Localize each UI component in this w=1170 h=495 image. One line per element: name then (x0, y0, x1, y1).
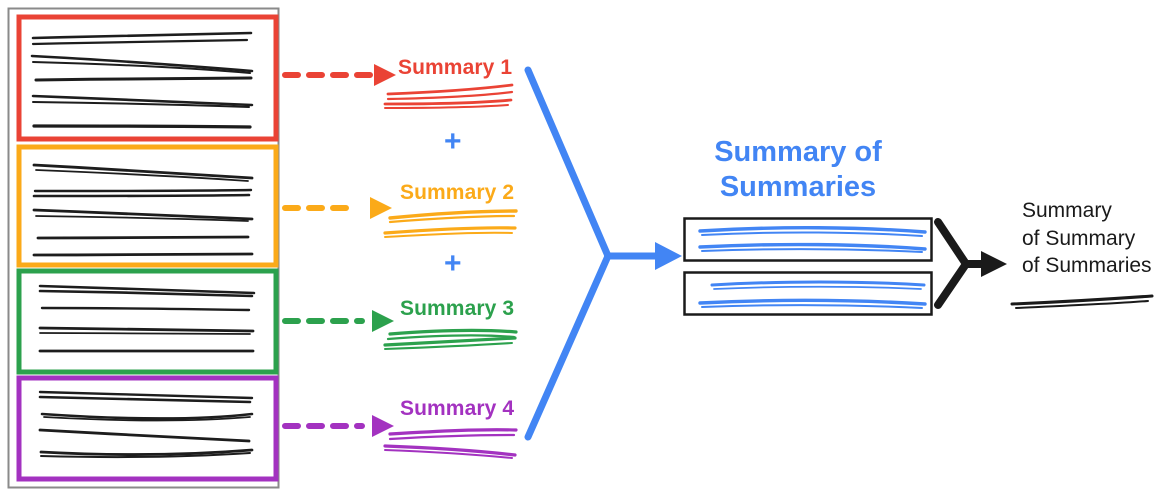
sos-box-1[interactable] (683, 217, 933, 262)
final-summary-line-3: of Summaries (1022, 254, 1152, 278)
summary-4-squiggle (383, 428, 518, 459)
chunk-text-lines-green (38, 284, 256, 353)
sos-box-2-lines (698, 280, 927, 309)
final-summary-line-1: Summary (1022, 199, 1112, 222)
summary-1-squiggle (383, 83, 514, 109)
summary-of-summaries-title: Summary of Summaries (690, 135, 906, 206)
chunk-text-lines-red (30, 31, 254, 129)
summary-1-label: Summary 1 (398, 56, 513, 79)
arrow-to-summary-4 (282, 415, 394, 437)
summary-3-label: Summary 3 (400, 297, 515, 320)
chunk-text-lines-orange (32, 163, 254, 257)
summary-4-label: Summary 4 (400, 397, 515, 420)
summary-2-label: Summary 2 (400, 181, 515, 204)
sos-box-2[interactable] (683, 271, 933, 316)
arrow-to-summary-2 (282, 197, 392, 219)
document-chunk-orange[interactable] (16, 144, 279, 268)
final-summary-line-2: of Summary (1022, 226, 1136, 250)
document-chunk-purple[interactable] (16, 375, 279, 482)
summary-3-squiggle (383, 328, 518, 350)
plus-sign-2-3: + (444, 247, 462, 280)
summary-2-squiggle (383, 209, 518, 238)
chunk-border-orange (16, 144, 279, 268)
black-merge-arrow (934, 218, 1007, 309)
sos-title-line-2: Summaries (719, 171, 877, 204)
arrow-to-summary-3 (282, 310, 394, 332)
final-summary-label: Summary of Summary of Summaries (1022, 197, 1152, 280)
plus-sign-1-2: + (444, 125, 462, 158)
document-chunk-red[interactable] (16, 14, 279, 142)
sos-title-line-1: Summary of (714, 136, 882, 168)
final-summary-squiggle (1010, 294, 1154, 309)
blue-merge-arrow (524, 66, 682, 441)
sos-box-1-lines (698, 226, 927, 253)
document-chunk-green[interactable] (16, 268, 279, 375)
arrow-to-summary-1 (282, 64, 396, 86)
chunk-text-lines-purple (38, 390, 254, 458)
